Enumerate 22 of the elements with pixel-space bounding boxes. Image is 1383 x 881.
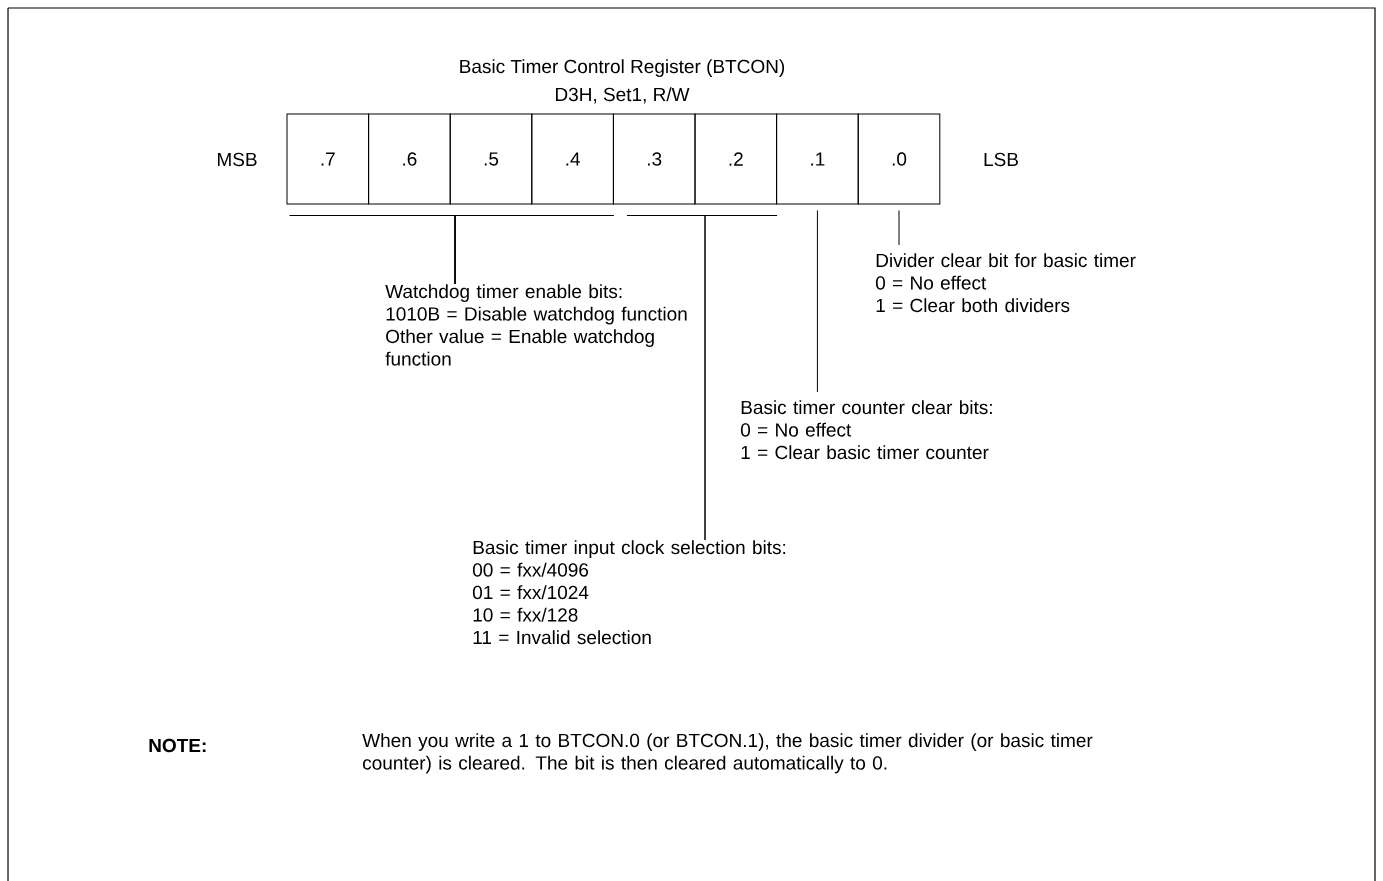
bit-cell: .3 (612, 113, 696, 205)
bit-cell: .2 (694, 113, 778, 205)
bit-cell: .6 (368, 113, 451, 205)
leader-line (454, 215, 615, 285)
description-text: Divider clear bit for basic timer 0 = No effect 1 = Clear both dividers (875, 253, 1136, 313)
msb-label: MSB (217, 152, 257, 167)
description-text: Basic timer counter clear bits: 0 = No effect 1 = Clear basic timer counter (740, 400, 992, 460)
leader-line (898, 210, 900, 246)
bit-cell: .7 (286, 113, 370, 205)
leader-line (816, 210, 818, 393)
description-text: Basic timer input clock selection bits: 00 = fxx/4096 01 = fxx/1024 10 = fxx/128 11 = Invalid selection (472, 540, 786, 645)
title: Basic Timer Control Register (BTCON) (460, 59, 785, 77)
note-label: NOTE: (149, 738, 206, 753)
description-text: Watchdog timer enable bits: 1010B = Disable watchdog function Other value = Enable watchdog function (385, 284, 687, 366)
bit-cell: .1 (776, 113, 859, 205)
leader-line (694, 215, 778, 541)
lsb-label: LSB (984, 152, 1018, 167)
subtitle: D3H, Set1, R/W (556, 87, 690, 104)
bit-cell: .0 (857, 113, 941, 205)
note-text: When you write a 1 to BTCON.0 (or BTCON.1), the basic timer divider (or basic timer counter) is cleared. The bit is then cleared automatically to 0. (362, 733, 1093, 774)
bit-cell: .5 (449, 113, 533, 205)
bit-cell: .4 (531, 113, 614, 205)
